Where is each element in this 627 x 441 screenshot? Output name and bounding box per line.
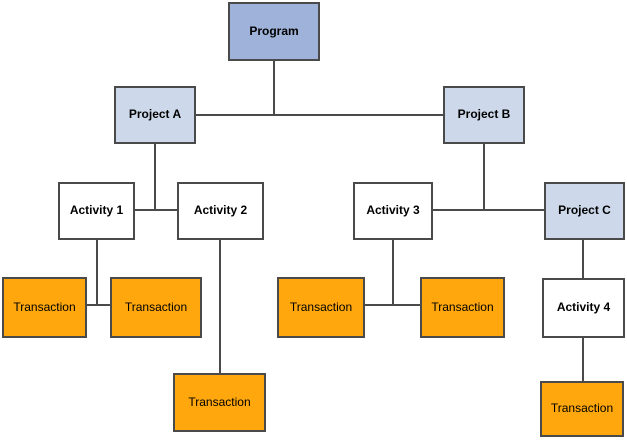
connector-activities-1-2 bbox=[135, 209, 177, 211]
node-activity-2: Activity 2 bbox=[177, 182, 264, 240]
connector-project-a-down bbox=[154, 144, 156, 211]
node-transaction-2: Transaction bbox=[110, 277, 202, 338]
connector-activity-2-down bbox=[219, 240, 221, 373]
node-transaction-6: Transaction bbox=[540, 381, 624, 437]
node-transaction-3: Transaction bbox=[173, 373, 266, 432]
connector-activity-3-down bbox=[392, 240, 394, 306]
node-program: Program bbox=[228, 2, 320, 61]
node-project-b: Project B bbox=[443, 86, 525, 144]
connector-activity3-projectc bbox=[433, 209, 544, 211]
node-transaction-4: Transaction bbox=[277, 277, 365, 338]
node-transaction-1: Transaction bbox=[2, 277, 87, 338]
connector-transactions-1-2 bbox=[87, 304, 110, 306]
node-activity-3: Activity 3 bbox=[353, 182, 433, 240]
node-project-a: Project A bbox=[114, 86, 196, 144]
node-transaction-5: Transaction bbox=[420, 277, 505, 338]
connector-program-down bbox=[273, 61, 275, 116]
connector-project-b-down bbox=[483, 144, 485, 211]
connector-transactions-4-5 bbox=[365, 304, 420, 306]
node-activity-1: Activity 1 bbox=[58, 182, 135, 240]
connector-activity-1-down bbox=[96, 240, 98, 306]
node-project-c: Project C bbox=[544, 182, 625, 240]
connector-projects-horizontal bbox=[196, 114, 444, 116]
connector-project-c-down bbox=[582, 240, 584, 280]
node-activity-4: Activity 4 bbox=[542, 278, 625, 338]
connector-activity-4-down bbox=[582, 338, 584, 381]
